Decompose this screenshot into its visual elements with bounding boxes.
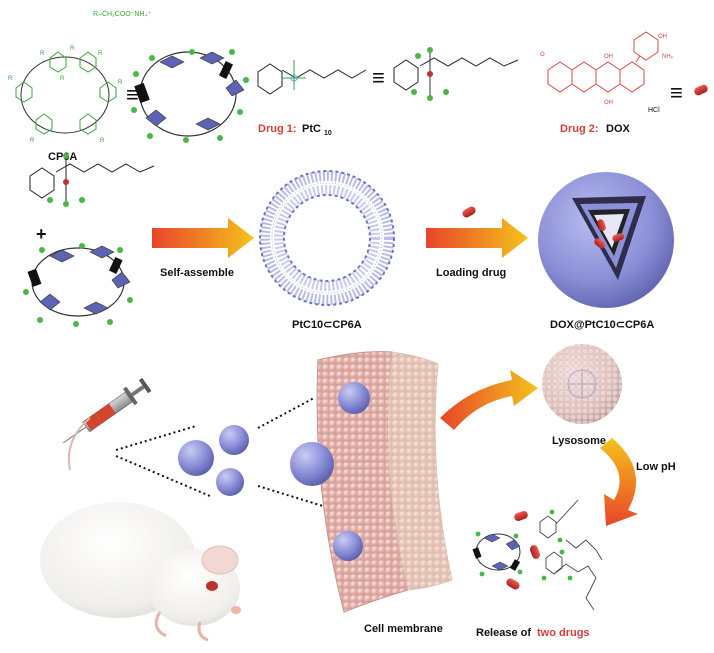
cp6a-label: CP6A (48, 151, 77, 163)
dox-pill-loading (462, 206, 476, 218)
membrane-projection-lines (257, 397, 337, 511)
loaded-vesicle-label: DOX@PtC10⊂CP6A (550, 319, 654, 331)
svg-text:R: R (8, 76, 13, 82)
svg-text:OH: OH (658, 34, 667, 40)
low-ph-arrow (600, 438, 638, 526)
cp6a-cartoon-small (23, 243, 133, 327)
plus-sign: + (36, 224, 47, 244)
svg-text:R: R (100, 138, 105, 144)
cell-membrane (290, 351, 453, 613)
loading-drug-arrow (426, 218, 528, 258)
self-assemble-label: Self-assemble (160, 267, 234, 279)
drug2-prefix: Drug 2: (560, 123, 599, 135)
drug2-name: DOX (606, 123, 631, 135)
lysosome-label: Lysosome (552, 435, 606, 447)
drug1-name: PtC (302, 123, 321, 135)
uptake-arrow (440, 370, 538, 430)
svg-text:R: R (60, 76, 65, 82)
mouse-illustration (40, 417, 241, 642)
equiv-sign-3: ≡ (670, 80, 683, 105)
svg-text:O: O (540, 52, 545, 58)
guest-formula: R–CH₂COO⁻NH₄⁺ (93, 11, 151, 18)
release-prefix: Release of (476, 627, 531, 639)
loading-drug-label: Loading drug (436, 267, 506, 279)
injection-projection-lines (115, 425, 211, 497)
vesicle-label: PtC10⊂CP6A (292, 319, 362, 331)
ptc10-cartoon-small (29, 153, 155, 207)
loaded-vesicle-sphere (538, 172, 674, 308)
svg-text:NH₂: NH₂ (662, 54, 674, 60)
svg-text:R: R (98, 51, 103, 57)
lysosome-sphere (542, 344, 622, 424)
equiv-sign-2: ≡ (372, 65, 385, 90)
svg-text:R: R (40, 51, 45, 57)
svg-text:R: R (70, 46, 75, 52)
self-assemble-arrow (152, 218, 254, 258)
drug1-subscript: 10 (324, 130, 332, 137)
released-ptc10 (539, 499, 603, 611)
released-dox-pills (506, 510, 541, 590)
ptc10-structure (257, 60, 367, 95)
svg-text:OH: OH (604, 100, 613, 106)
drug1-prefix: Drug 1: (258, 123, 297, 135)
low-ph-label: Low pH (636, 461, 676, 473)
cp6a-structural-formula: R R R R R R R R R–CH₂COO⁻NH₄⁺ (8, 11, 151, 144)
syringe-icon (62, 377, 152, 444)
dox-pill-icon (694, 84, 708, 96)
vesicle-ptc10-cp6a (259, 170, 395, 306)
cp6a-cartoon (131, 49, 249, 143)
release-highlight: two drugs (537, 627, 590, 639)
dox-structure (547, 31, 659, 93)
svg-text:R: R (118, 80, 123, 86)
released-cp6a (472, 531, 523, 577)
svg-text:R: R (30, 138, 35, 144)
cell-membrane-label: Cell membrane (364, 623, 443, 635)
hcl-label: HCl (648, 107, 660, 114)
ptc10-cartoon (393, 47, 519, 101)
nanoparticle-cluster (178, 425, 249, 496)
svg-text:OH: OH (604, 54, 613, 60)
